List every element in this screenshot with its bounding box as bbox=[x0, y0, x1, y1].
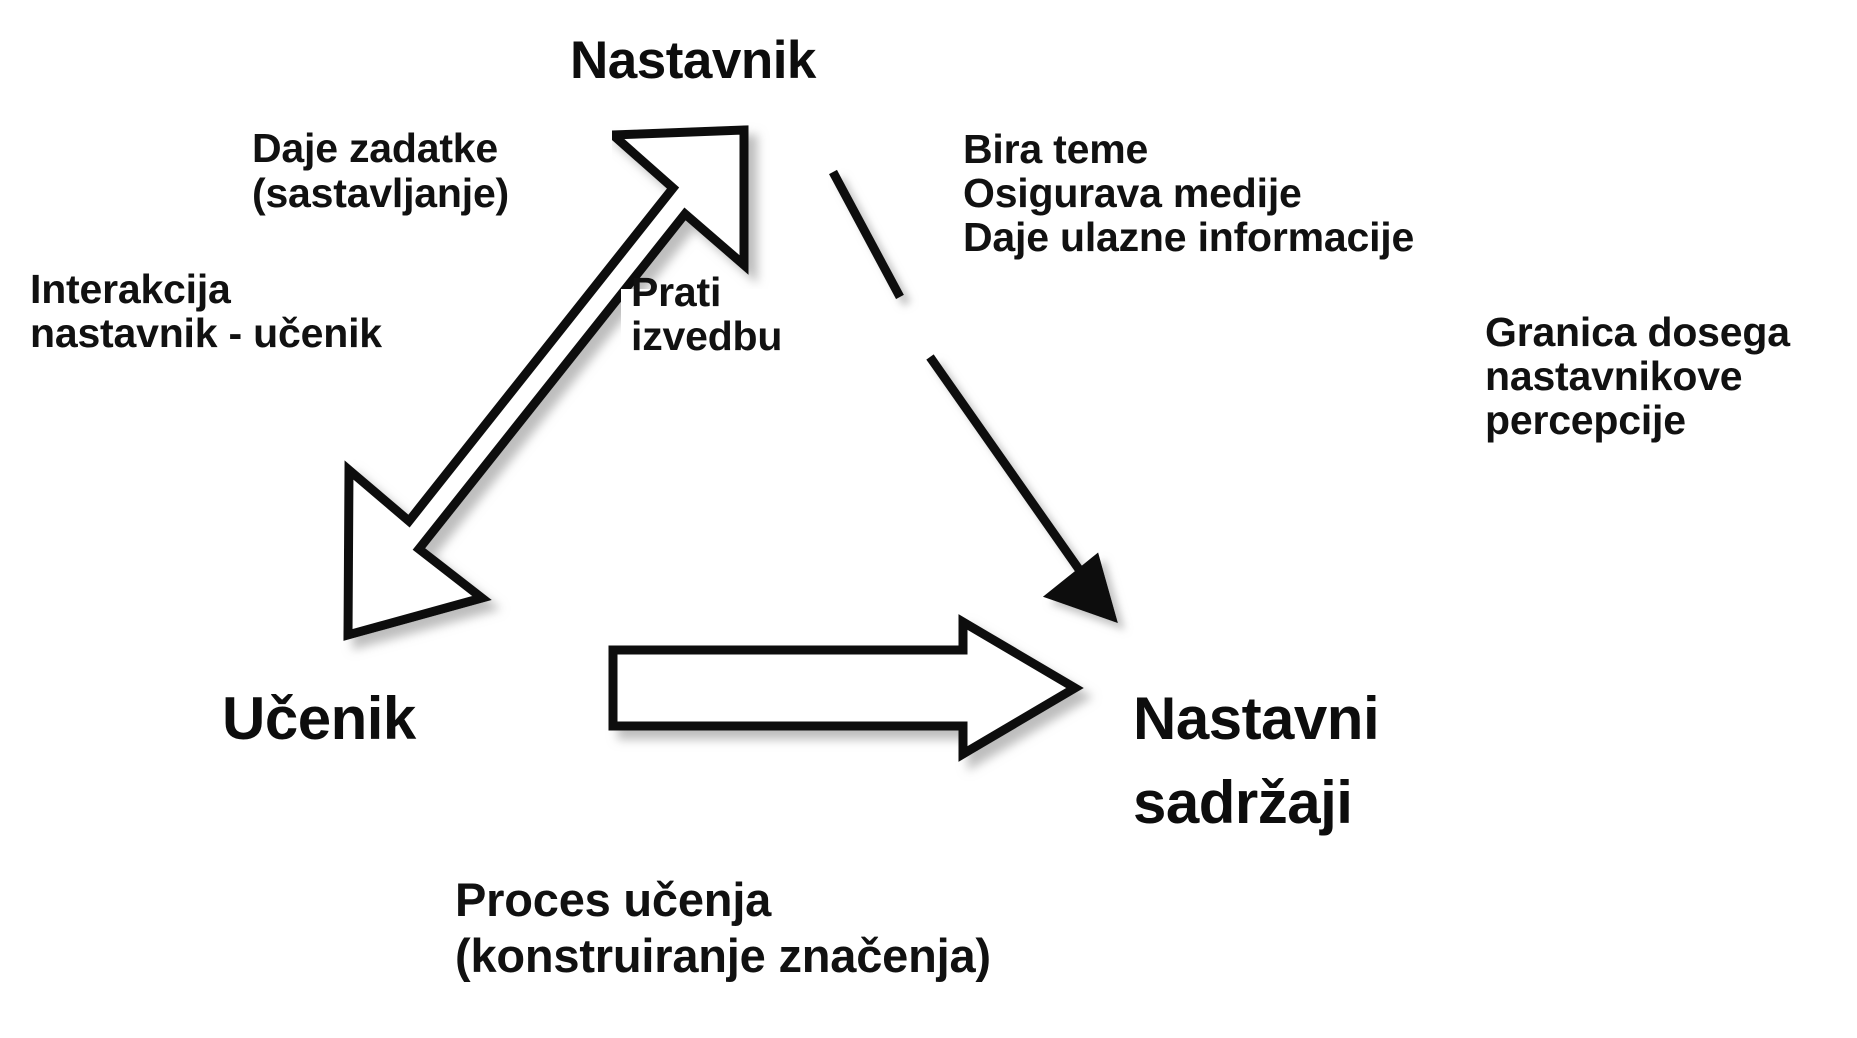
edge-label-interaction-line1: Interakcija bbox=[30, 266, 231, 312]
edge-label-gives-tasks-line1: Daje zadatke bbox=[252, 125, 499, 171]
teacher-to-content-arrow-upper-segment bbox=[829, 169, 904, 300]
node-label-student: Učenik bbox=[222, 685, 416, 752]
teacher-to-content-arrow-lower-segment bbox=[926, 354, 1101, 598]
edge-label-perception-limit-line2: nastavnikove bbox=[1485, 353, 1743, 399]
edge-label-learning-process-line2: (konstruiranje značenja) bbox=[455, 929, 991, 982]
edge-label-perception-limit-line1: Granica dosega bbox=[1485, 309, 1790, 355]
label-plate-teacher-title bbox=[557, 16, 867, 116]
node-label-content-line2: sadržaji bbox=[1133, 769, 1353, 836]
edge-label-gives-tasks-line2: (sastavljanje) bbox=[252, 170, 509, 216]
edge-label-selects-topics-line2: Osigurava medije bbox=[963, 170, 1302, 216]
edge-label-interaction-line2: nastavnik - učenik bbox=[30, 310, 382, 356]
edge-label-monitors-line2: izvedbu bbox=[631, 313, 783, 359]
node-label-content-line1: Nastavni bbox=[1133, 685, 1380, 752]
label-plate-gives-tasks bbox=[240, 118, 612, 252]
teacher-to-content-arrowhead bbox=[1042, 552, 1118, 624]
edge-label-selects-topics-line3: Daje ulazne informacije bbox=[963, 214, 1415, 260]
edge-label-selects-topics-line1: Bira teme bbox=[963, 126, 1149, 172]
label-plate-monitors bbox=[621, 289, 841, 411]
teacher-student-double-arrow bbox=[343, 125, 749, 641]
edge-label-learning-process-line1: Proces učenja bbox=[455, 873, 772, 926]
student-to-content-block-arrow bbox=[608, 614, 1084, 762]
edge-label-monitors-line1: Prati bbox=[631, 269, 722, 315]
node-label-teacher: Nastavnik bbox=[570, 31, 816, 90]
edge-label-perception-limit-line3: percepcije bbox=[1485, 397, 1686, 443]
